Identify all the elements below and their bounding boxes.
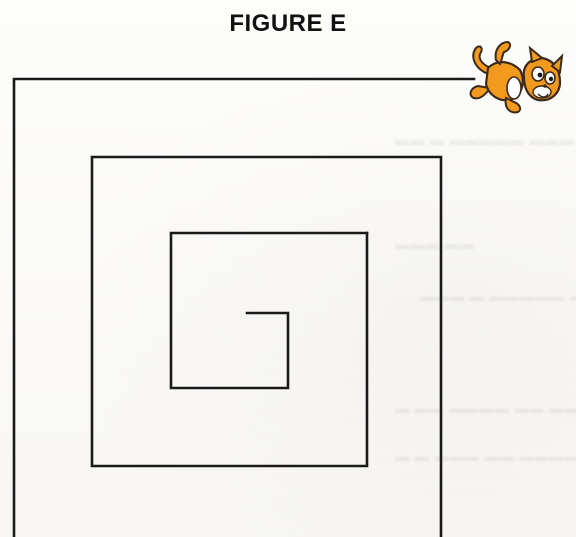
spiral-path-outer: [14, 79, 474, 537]
spiral-path-ring-2: [92, 157, 441, 537]
scratch-cat-icon: [471, 42, 562, 112]
spiral-path-ring-3: [171, 233, 367, 388]
